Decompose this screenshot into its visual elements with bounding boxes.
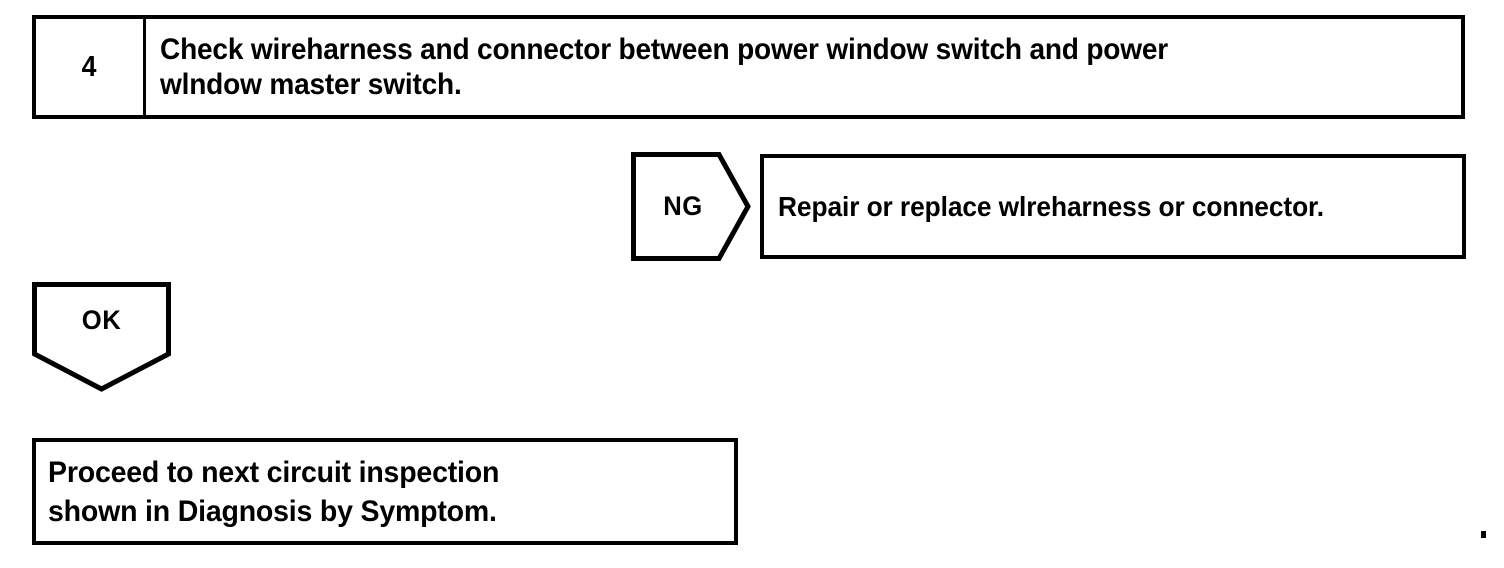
step-box: 4 Check wireharness and connector betwee… <box>32 15 1465 119</box>
ok-arrow-shape <box>32 282 171 392</box>
ok-result-text: Proceed to next circuit inspection shown… <box>48 455 500 528</box>
ng-result-box: Repair or replace wlreharness or connect… <box>760 154 1466 259</box>
ok-result-box: Proceed to next circuit inspection shown… <box>32 438 738 545</box>
ok-branch-arrow: OK <box>32 282 171 392</box>
ng-arrow-shape <box>631 152 751 261</box>
step-number-cell: 4 <box>36 19 146 115</box>
ng-branch-label: NG <box>663 191 703 221</box>
ok-branch-label: OK <box>81 304 122 335</box>
step-instruction-cell: Check wireharness and connector between … <box>146 19 1461 115</box>
ng-result-text: Repair or replace wlreharness or connect… <box>778 190 1324 222</box>
ng-branch-arrow: NG <box>631 152 751 261</box>
scan-artifact-speck <box>1481 531 1486 538</box>
step-number: 4 <box>82 50 97 83</box>
step-instruction-text: Check wireharness and connector between … <box>160 33 1169 101</box>
